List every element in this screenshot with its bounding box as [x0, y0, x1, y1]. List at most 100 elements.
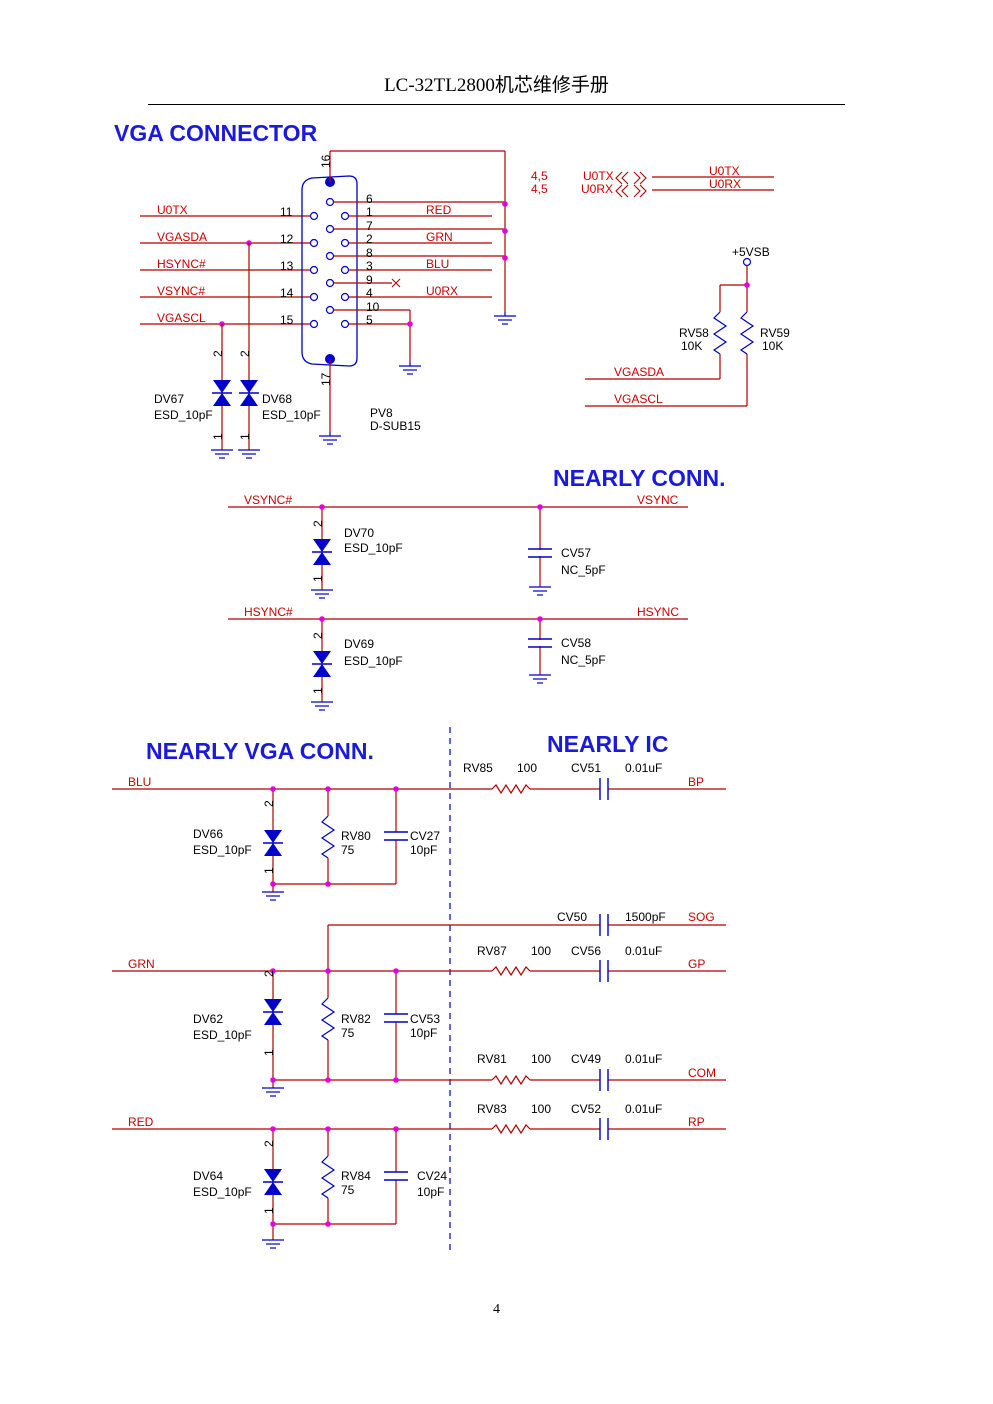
capacitor-value-cv58: NC_5pF [561, 653, 606, 667]
sog-path: CV50 1500pF SOG [327, 910, 726, 971]
esd-diode-dv64 [263, 1169, 283, 1195]
capacitor-cv27 [384, 831, 408, 841]
diode-pin: 1 [262, 867, 276, 874]
diode-value-dv69: ESD_10pF [344, 654, 403, 668]
title-vga-connector: VGA CONNECTOR [114, 120, 318, 146]
net-label-red: RED [426, 203, 452, 217]
capacitor-ref-cv50: CV50 [557, 910, 587, 924]
pin-number: 7 [366, 219, 373, 233]
pin-number: 12 [280, 232, 294, 246]
net-label-hsync-in: HSYNC# [244, 605, 293, 619]
resistor-rv58 [712, 311, 728, 355]
diode-value-dv70: ESD_10pF [344, 541, 403, 555]
diode-pin: 2 [311, 632, 325, 639]
resistor-value-rv81: 100 [531, 1052, 551, 1066]
resistor-value-rv85: 100 [517, 761, 537, 775]
diode-pin: 1 [311, 687, 325, 694]
net-label-vgasda: VGASDA [614, 365, 664, 379]
capacitor-ref-cv27: CV27 [410, 829, 440, 843]
resistor-rv59 [739, 311, 755, 355]
net-label-vgascl: VGASCL [614, 392, 663, 406]
resistor-ref-rv58: RV58 [679, 326, 709, 340]
net-label-com: COM [688, 1066, 716, 1080]
diode-pin: 2 [311, 520, 325, 527]
diode-value-dv62: ESD_10pF [193, 1028, 252, 1042]
resistor-ref-rv80: RV80 [341, 829, 371, 843]
diode-pin: 1 [238, 433, 252, 440]
pin-number-shell: 16 [319, 154, 333, 168]
resistor-value-rv84: 75 [341, 1183, 355, 1197]
diode-pin: 1 [262, 1049, 276, 1056]
title-nearly-ic: NEARLY IC [547, 731, 668, 757]
capacitor-value-cv51: 0.01uF [625, 761, 662, 775]
esd-diode-dv69 [312, 651, 332, 677]
capacitor-ref-cv53: CV53 [410, 1012, 440, 1026]
capacitor-cv24 [384, 1171, 408, 1181]
diode-ref-dv62: DV62 [193, 1012, 223, 1026]
capacitor-value-cv57: NC_5pF [561, 563, 606, 577]
diode-ref-dv64: DV64 [193, 1169, 223, 1183]
net-label-u0tx: U0TX [157, 203, 188, 217]
capacitor-cv50 [599, 914, 609, 936]
capacitor-cv58 [528, 638, 552, 648]
net-label-u0rx: U0RX [426, 284, 458, 298]
net-label-rp: RP [688, 1115, 705, 1129]
dsub15-body [301, 175, 358, 367]
diode-pin: 2 [262, 800, 276, 807]
resistor-ref-rv85: RV85 [463, 761, 493, 775]
connector-value: D-SUB15 [370, 419, 421, 433]
connector-ref: PV8 [370, 406, 393, 420]
pin-number-shell: 17 [319, 372, 333, 386]
net-label-gp: GP [688, 957, 705, 971]
diode-value-dv64: ESD_10pF [193, 1185, 252, 1199]
diode-ref-dv70: DV70 [344, 526, 374, 540]
pin-number: 1 [366, 205, 373, 219]
esd-diode-dv68 [239, 380, 259, 406]
net-label-bp: BP [688, 775, 704, 789]
resistor-value-rv82: 75 [341, 1026, 355, 1040]
resistor-ref-rv87: RV87 [477, 944, 507, 958]
diode-pin: 2 [211, 350, 225, 357]
sheet-ref: 4,5 [531, 169, 548, 183]
resistor-ref-rv84: RV84 [341, 1169, 371, 1183]
esd-diode-dv67 [212, 380, 232, 406]
capacitor-ref-cv24: CV24 [417, 1169, 447, 1183]
capacitor-value-cv56: 0.01uF [625, 944, 662, 958]
capacitor-cv51 [599, 778, 609, 800]
resistor-value-rv59: 10K [762, 339, 783, 353]
resistor-ref-rv83: RV83 [477, 1102, 507, 1116]
net-label-hsync-out: HSYNC [637, 605, 679, 619]
resistor-ref-rv82: RV82 [341, 1012, 371, 1026]
net-label-hsync-n: HSYNC# [157, 257, 206, 271]
pin-number: 3 [366, 259, 373, 273]
rgb-channel-grn: GRN GP 2 1 DV62 ESD_10pF RV82 75 [112, 944, 726, 1097]
capacitor-ref-cv58: CV58 [561, 636, 591, 650]
offpage-uart: 4,5 4,5 U0TX U0RX U0TX U0RX [531, 164, 774, 198]
net-label-grn: GRN [426, 230, 453, 244]
sheet-ref: 4,5 [531, 182, 548, 196]
resistor-rv85 [491, 783, 531, 795]
capacitor-value-cv53: 10pF [410, 1026, 437, 1040]
diode-pin: 2 [238, 350, 252, 357]
net-label-u0rx-out: U0RX [709, 177, 741, 191]
capacitor-ref-cv52: CV52 [571, 1102, 601, 1116]
capacitor-cv56 [599, 960, 609, 982]
pin-number: 11 [280, 205, 293, 219]
resistor-ref-rv81: RV81 [477, 1052, 507, 1066]
resistor-rv81 [491, 1074, 531, 1086]
net-label-vsync-out: VSYNC [637, 493, 679, 507]
pin-number: 2 [366, 232, 373, 246]
capacitor-value-cv52: 0.01uF [625, 1102, 662, 1116]
net-label-vsync-in: VSYNC# [244, 493, 292, 507]
sync-filter-hsync: HSYNC# HSYNC 2 1 DV69 ESD_10pF CV58 NC_5… [228, 605, 688, 711]
page-number: 4 [493, 1302, 500, 1317]
diode-ref-dv68: DV68 [262, 392, 292, 406]
net-label-vgascl: VGASCL [157, 311, 206, 325]
pin-number: 9 [366, 273, 373, 287]
pin-number: 4 [366, 286, 373, 300]
esd-diode-dv66 [263, 830, 283, 856]
capacitor-ref-cv56: CV56 [571, 944, 601, 958]
esd-diode-dv62 [263, 999, 283, 1025]
pin-number: 6 [366, 192, 373, 206]
